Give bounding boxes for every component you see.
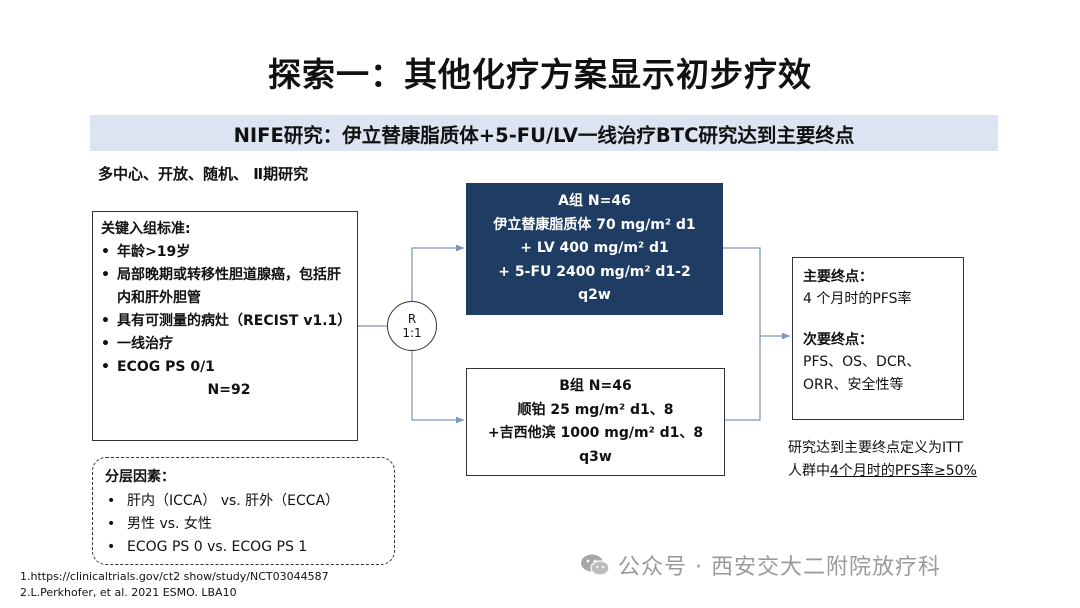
secondary-endpoint: ORR、安全性等 <box>803 377 904 393</box>
rand-to-armB-arrow <box>411 351 464 424</box>
randomization-node: R 1:1 <box>387 301 437 351</box>
criteria-item: 局部晚期或转移性胆道腺癌，包括肝内和肝外胆管 <box>101 264 349 310</box>
arm-a-line: + LV 400 mg/m² d1 <box>520 240 669 257</box>
rand-ratio: 1:1 <box>402 326 422 340</box>
wechat-icon <box>581 554 610 576</box>
arm-a-line: q2w <box>578 287 611 304</box>
watermark: 公众号 · 西安交大二附院放疗科 <box>580 549 941 581</box>
rand-to-armA-arrow <box>411 244 464 301</box>
arm-a-line: + 5-FU 2400 mg/m² d1-2 <box>498 263 691 280</box>
criteria-list: 年龄>19岁 局部晚期或转移性胆道腺癌，包括肝内和肝外胆管 具有可测量的病灶（R… <box>101 241 351 379</box>
criteria-total-n: N=92 <box>207 382 251 398</box>
watermark-text: 公众号 · 西安交大二附院放疗科 <box>618 555 941 580</box>
reference-2: 2.L.Perkhofer, et al. 2021 ESMO. LBA10 <box>20 586 237 599</box>
strat-item: 肝内（ICCA） vs. 肝外（ECCA） <box>105 490 382 513</box>
secondary-endpoint: PFS、OS、DCR、 <box>803 354 921 370</box>
study-design: 多中心、开放、随机、 Ⅱ期研究 <box>98 165 309 183</box>
page-title: 探索一：其他化疗方案显示初步疗效 <box>268 55 812 94</box>
note-line: 人群中4个月时的PFS率≥50% <box>788 460 977 483</box>
inclusion-criteria-box: 关键入组标准: 年龄>19岁 局部晚期或转移性胆道腺癌，包括肝内和肝外胆管 具有… <box>92 211 358 441</box>
stratification-box: 分层因素： 肝内（ICCA） vs. 肝外（ECCA） 男性 vs. 女性 EC… <box>92 457 395 565</box>
criteria-item: 一线治疗 <box>101 333 349 356</box>
note-underlined: 4个月时的PFS率≥50% <box>830 463 977 479</box>
criteria-title: 关键入组标准: <box>101 221 191 237</box>
arm-b-line: 顺铂 25 mg/m² d1、8 <box>517 401 674 418</box>
arms-merge-line <box>723 247 761 421</box>
strat-title: 分层因素： <box>105 469 175 485</box>
strat-item: 男性 vs. 女性 <box>105 513 382 536</box>
strat-item: ECOG PS 0 vs. ECOG PS 1 <box>105 536 382 559</box>
primary-endpoint-note: 研究达到主要终点定义为ITT 人群中4个月时的PFS率≥50% <box>788 437 977 483</box>
strat-list: 肝内（ICCA） vs. 肝外（ECCA） 男性 vs. 女性 ECOG PS … <box>105 490 382 559</box>
arm-b-line: +吉西他滨 1000 mg/m² d1、8 <box>487 425 704 441</box>
criteria-item: 年龄>19岁 <box>101 241 349 264</box>
primary-endpoint-title: 主要终点： <box>803 269 873 285</box>
arm-a-line: 伊立替康脂质体 70 mg/m² d1 <box>493 216 696 233</box>
rand-label: R <box>407 312 417 326</box>
primary-endpoint: 4 个月时的PFS率 <box>803 291 912 307</box>
arm-b-line: q3w <box>579 448 612 465</box>
arm-a-line: A组 N=46 <box>558 193 631 210</box>
arm-b-box: B组 N=46 顺铂 25 mg/m² d1、8 +吉西他滨 1000 mg/m… <box>466 368 725 476</box>
criteria-item: ECOG PS 0/1 <box>101 356 349 379</box>
criteria-item: 具有可测量的病灶（RECIST v1.1） <box>101 310 351 333</box>
arm-b-line: B组 N=46 <box>559 378 632 394</box>
secondary-endpoint-title: 次要终点： <box>803 332 873 348</box>
study-banner: NIFE研究：伊立替康脂质体+5-FU/LV一线治疗BTC研究达到主要终点 <box>90 115 998 151</box>
note-prefix: 人群中 <box>788 463 830 479</box>
arm-a-box: A组 N=46 伊立替康脂质体 70 mg/m² d1 + LV 400 mg/… <box>466 183 723 315</box>
reference-1: 1.https://clinicaltrials.gov/ct2 show/st… <box>20 570 329 583</box>
note-line: 研究达到主要终点定义为ITT <box>788 440 963 456</box>
endpoints-box: 主要终点： 4 个月时的PFS率 次要终点： PFS、OS、DCR、 ORR、安… <box>792 257 964 420</box>
